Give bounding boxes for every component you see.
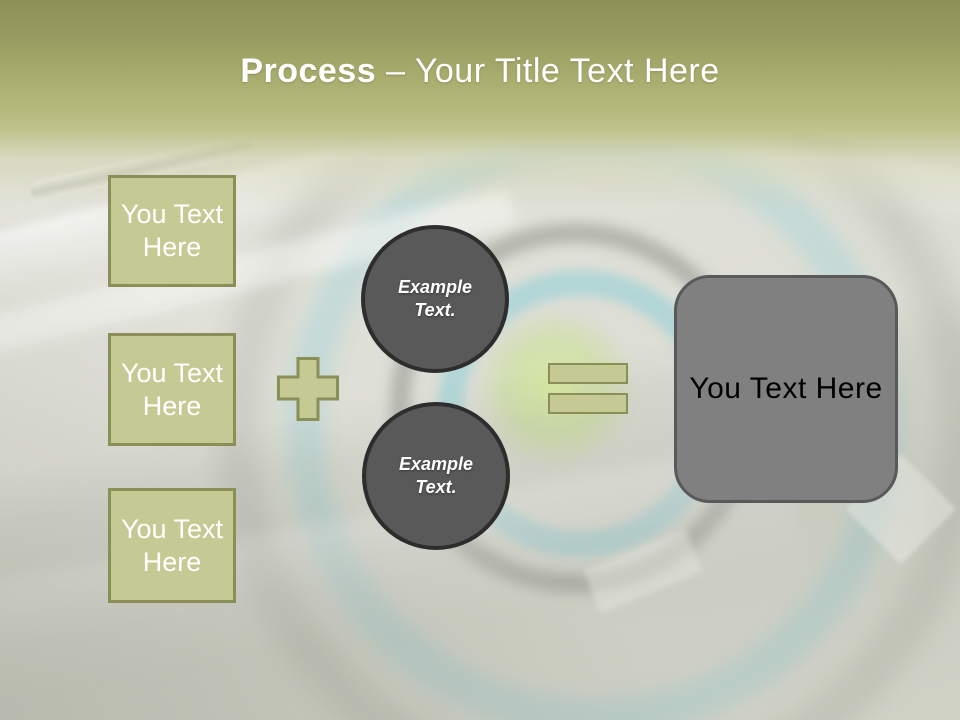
text-box-3[interactable]: You Text Here	[108, 488, 236, 603]
example-circle-2-label: Example Text.	[398, 454, 474, 497]
example-circle-2[interactable]: Example Text.	[362, 402, 510, 550]
result-box[interactable]: You Text Here	[674, 275, 898, 503]
text-box-1-label: You Text Here	[120, 199, 224, 262]
example-circle-1-label: Example Text.	[397, 277, 473, 320]
text-box-1[interactable]: You Text Here	[108, 175, 236, 287]
text-box-2-label: You Text Here	[120, 357, 224, 421]
text-box-2[interactable]: You Text Here	[108, 333, 236, 446]
example-circle-1[interactable]: Example Text.	[361, 225, 509, 373]
title-keyword: Process	[240, 52, 377, 90]
equals-icon[interactable]	[548, 363, 628, 414]
result-box-label: You Text Here	[689, 372, 883, 405]
slide-title[interactable]: Process – Your Title Text Here	[0, 52, 960, 91]
plus-icon[interactable]	[277, 357, 339, 421]
equals-bottom-bar	[548, 393, 628, 414]
text-box-3-label: You Text Here	[120, 513, 224, 577]
equals-top-bar	[548, 363, 628, 384]
title-subtitle: – Your Title Text Here	[386, 52, 720, 90]
